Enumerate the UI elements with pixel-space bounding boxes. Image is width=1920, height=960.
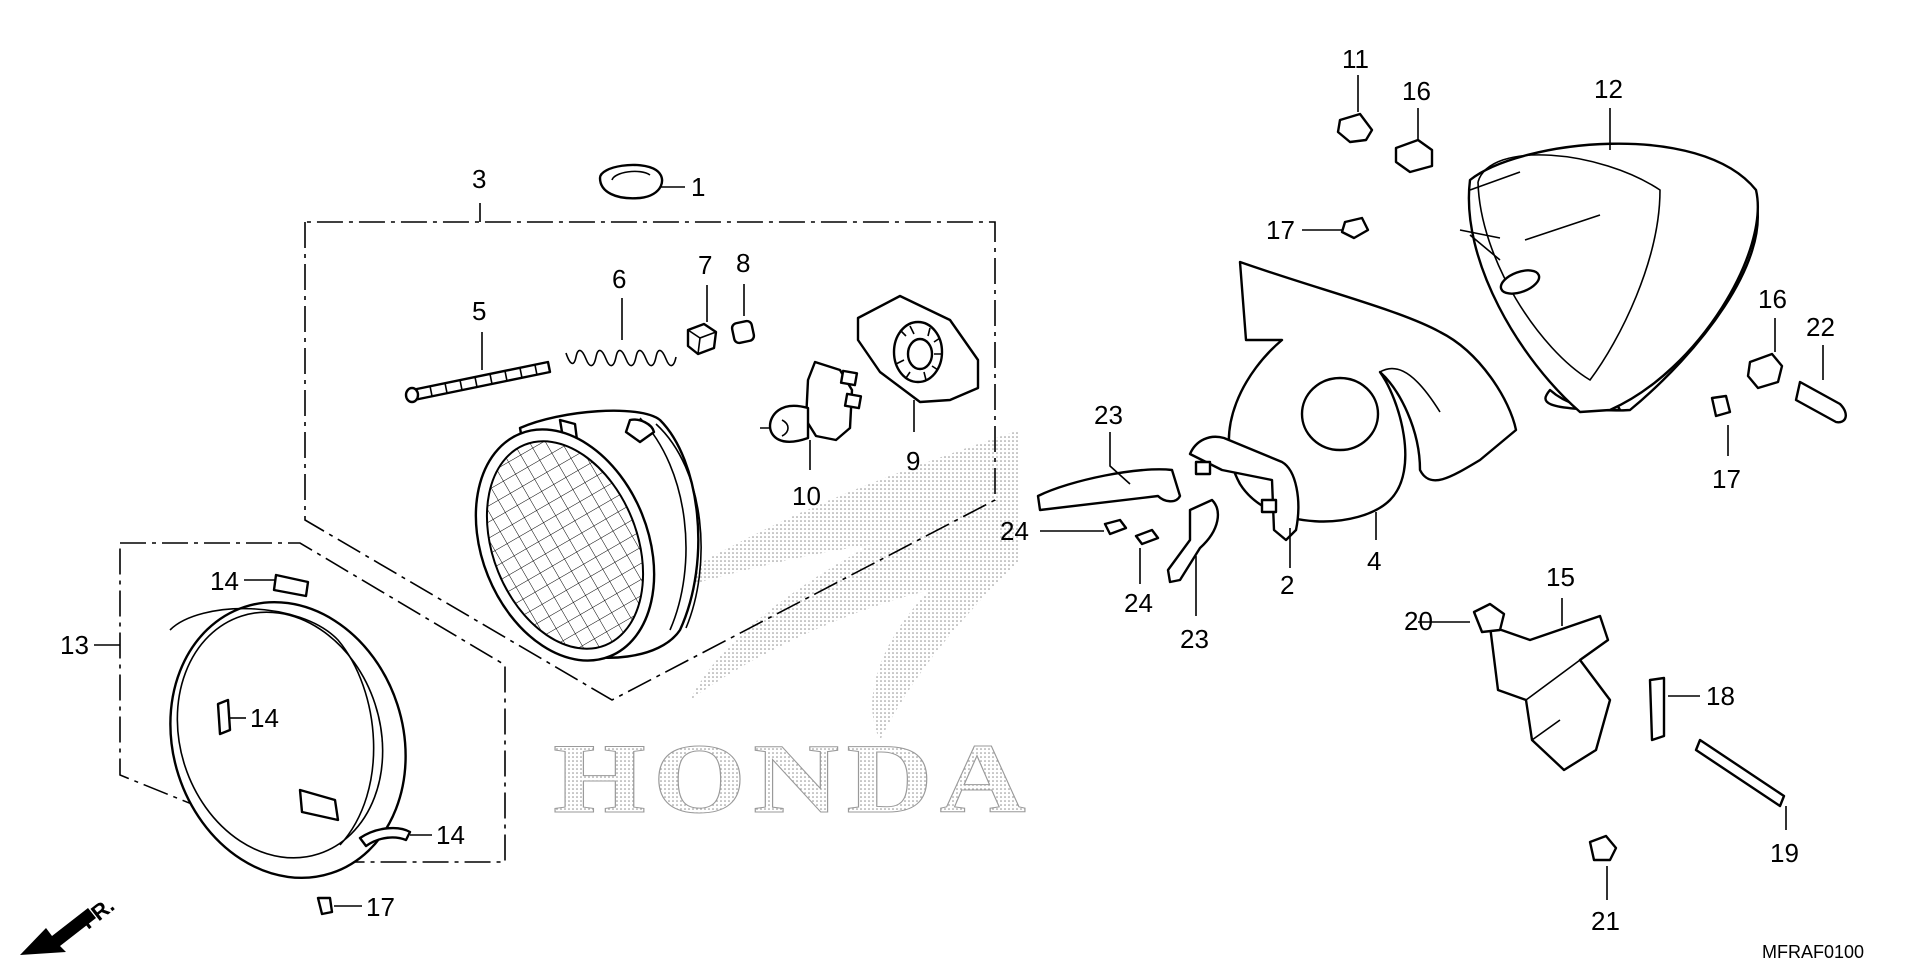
callout-24-lower: 24 [1124,588,1153,618]
callouts: 1 3 5 6 7 8 9 10 11 16 12 17 16 22 17 23… [60,44,1835,936]
assembly-3-bracket-box [304,221,996,701]
front-direction-indicator: FR. [20,892,119,955]
part-14-clip-top [272,573,310,598]
part-16-collar-lower [1746,352,1784,390]
part-4-cover-plate [1227,260,1518,523]
part-9-socket-cover [856,294,980,404]
callout-2: 2 [1280,570,1294,600]
callout-17-bottom: 17 [366,892,395,922]
part-1-grommet [598,163,664,200]
part-16-collar-upper [1394,138,1434,174]
part-19-long-bolt [1694,738,1786,808]
part-22-bolt [1794,380,1847,424]
callout-23-lower: 23 [1180,624,1209,654]
callout-17-right: 17 [1712,464,1741,494]
callout-16-right: 16 [1758,284,1787,314]
part-17-screw-right [1710,394,1732,418]
headlight-lens [485,440,645,650]
callout-18: 18 [1706,681,1735,711]
honda-wing-logo [640,430,1020,740]
callout-14-middle: 14 [250,703,279,733]
part-5-adjusting-screw [404,360,552,404]
callout-24-upper: 24 [1000,516,1029,546]
part-14-clip-bottom [358,826,412,848]
part-17-screw-upper [1340,216,1370,240]
callout-11: 11 [1342,44,1369,74]
part-10-bulb [760,360,863,443]
part-14-clip-middle [216,698,232,736]
part-23-stay-lower [1166,498,1220,584]
leader-lines [94,75,1824,907]
callout-1: 1 [691,172,705,202]
callout-21: 21 [1591,906,1620,936]
assembly-13-bracket-box [119,542,506,863]
callout-20: 20 [1404,606,1433,636]
callout-19: 19 [1770,838,1799,868]
callout-4: 4 [1367,546,1381,576]
part-15-stay [1488,614,1612,772]
honda-wordmark: HONDA [553,723,1033,834]
callout-3: 3 [472,164,486,194]
callout-5: 5 [472,296,486,326]
headlight-unit [474,409,702,662]
part-20-nut [1472,602,1506,634]
callout-9: 9 [906,446,920,476]
callout-8: 8 [736,248,750,278]
honda-watermark: HONDA [553,430,1033,835]
callout-7: 7 [698,250,712,280]
part-8-cap [730,319,756,345]
callout-17-upper: 17 [1266,215,1295,245]
part-24-screw-lower [1134,528,1160,546]
callout-6: 6 [612,264,626,294]
callout-14-top: 14 [210,566,239,596]
part-24-screw-upper [1103,518,1128,536]
part-6-spring [565,349,677,367]
part-11-collar [1336,112,1374,144]
arrow-down-left-icon [20,908,96,955]
diagram-code: MFRAF0100 [1762,942,1864,960]
callout-12: 12 [1594,74,1623,104]
part-12-headlight-case [1459,142,1759,414]
callout-23-upper: 23 [1094,400,1123,430]
part-23-stay-upper [1036,468,1182,512]
part-18-bolt [1648,676,1666,742]
part-2-bracket [1188,435,1300,542]
callout-16-upper: 16 [1402,76,1431,106]
part-7-nut [686,322,718,356]
part-17-screw-bottom [316,896,334,916]
callout-10: 10 [792,481,821,511]
callout-13: 13 [60,630,89,660]
callout-22: 22 [1806,312,1835,342]
part-21-nut [1588,834,1618,862]
callout-14-bottom: 14 [436,820,465,850]
part-13-headlight-rim [169,600,407,880]
callout-15: 15 [1546,562,1575,592]
